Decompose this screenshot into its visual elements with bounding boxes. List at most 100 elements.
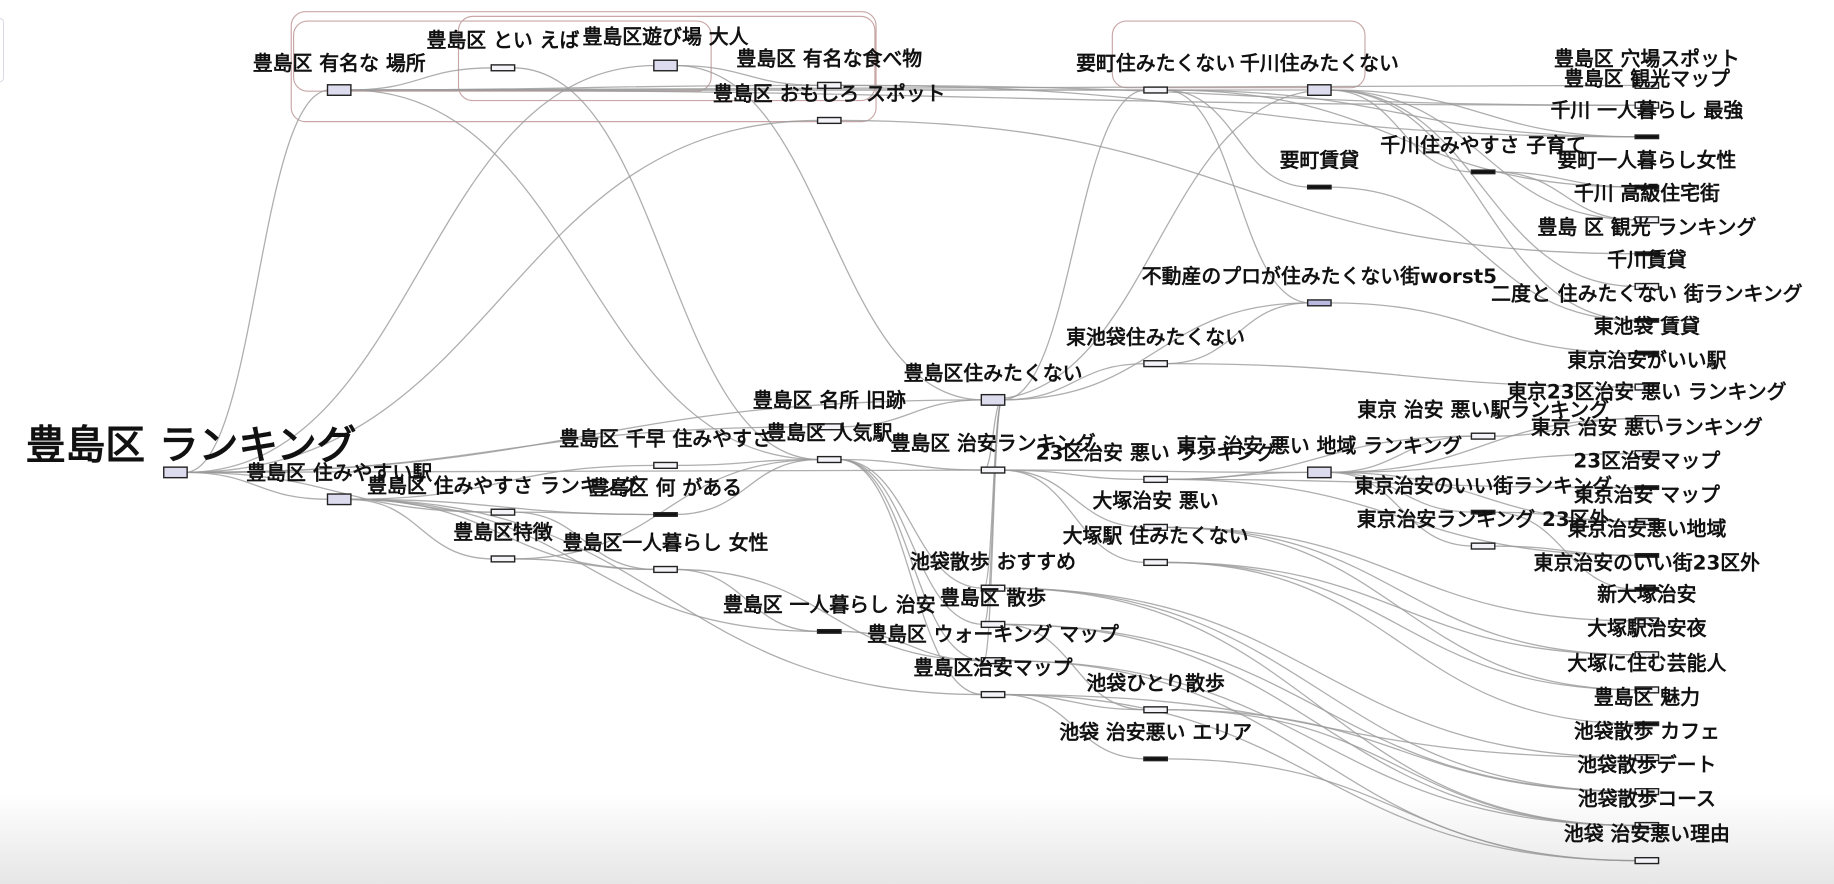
node[interactable]: 新大塚治安 bbox=[1597, 583, 1697, 625]
node[interactable]: 二度と 住みたくない 街ランキング bbox=[1491, 283, 1803, 323]
node-box[interactable] bbox=[490, 64, 516, 72]
node[interactable]: 豊島区 観光マップ bbox=[1564, 67, 1730, 109]
node[interactable]: 豊島区 有名な食べ物 bbox=[736, 47, 922, 89]
node-box[interactable] bbox=[326, 84, 352, 97]
node[interactable]: 東京治安 マップ bbox=[1574, 484, 1720, 526]
node-box[interactable] bbox=[1634, 81, 1660, 89]
node[interactable]: 豊島区 名所 旧跡 bbox=[753, 389, 906, 431]
node[interactable]: 豊島区住みたくない bbox=[904, 362, 1083, 406]
node-box[interactable] bbox=[816, 423, 842, 431]
node-box[interactable] bbox=[1470, 542, 1496, 550]
node[interactable]: 東京治安ランキング 23区外 bbox=[1357, 508, 1610, 550]
node-box[interactable] bbox=[1634, 251, 1660, 257]
node-box[interactable] bbox=[1143, 523, 1169, 531]
node-box[interactable] bbox=[980, 584, 1006, 592]
node-box[interactable] bbox=[653, 512, 678, 517]
node[interactable]: 豊島区 ランキング bbox=[26, 422, 357, 479]
node-box[interactable] bbox=[1143, 475, 1169, 484]
node-box[interactable] bbox=[1306, 84, 1332, 97]
node[interactable]: 東京治安悪い地域 bbox=[1567, 518, 1726, 558]
node-box[interactable] bbox=[816, 81, 842, 89]
node-box[interactable] bbox=[653, 565, 678, 574]
node[interactable]: 豊島区 何 がある bbox=[589, 477, 742, 517]
node-box[interactable] bbox=[1634, 134, 1660, 140]
node-box[interactable] bbox=[1470, 509, 1496, 515]
node[interactable]: 豊島区 散歩 bbox=[940, 587, 1046, 629]
node[interactable]: 要町住みたくない bbox=[1076, 52, 1235, 94]
node[interactable]: 千川住みたくない bbox=[1240, 52, 1399, 97]
node-box[interactable] bbox=[816, 455, 842, 464]
node[interactable]: 豊島区 有名な 場所 bbox=[253, 52, 426, 97]
node[interactable]: 千川 高級住宅街 bbox=[1574, 182, 1720, 224]
node[interactable]: 東京治安がいい駅 bbox=[1567, 349, 1726, 391]
node-box[interactable] bbox=[1143, 86, 1169, 94]
node[interactable]: 23区治安マップ bbox=[1573, 450, 1720, 491]
node-box[interactable] bbox=[1306, 184, 1332, 190]
node-box[interactable] bbox=[1470, 169, 1496, 175]
node[interactable]: 不動産のプロが住みたくない街worst5 bbox=[1142, 265, 1497, 307]
node-box[interactable] bbox=[653, 59, 678, 72]
node[interactable]: 大塚駅 住みたくない bbox=[1063, 525, 1249, 567]
node-box[interactable] bbox=[980, 466, 1006, 474]
node-box[interactable] bbox=[326, 493, 352, 506]
node-box[interactable] bbox=[1634, 184, 1660, 190]
node[interactable]: 豊島区 ウォーキング マップ bbox=[867, 623, 1119, 665]
node-box[interactable] bbox=[1634, 414, 1660, 423]
node[interactable]: 豊島区 魅力 bbox=[1594, 686, 1700, 727]
node[interactable]: 豊島 区 観光 ランキング bbox=[1537, 216, 1756, 257]
node[interactable]: 池袋ひとり散歩 bbox=[1086, 672, 1225, 714]
node[interactable]: 豊島区 人気駅 bbox=[766, 422, 892, 464]
node-box[interactable] bbox=[1634, 383, 1660, 391]
node[interactable]: 東京治安のいい街23区外 bbox=[1534, 551, 1761, 592]
node[interactable]: 23区治安 悪い ランキング bbox=[1036, 442, 1276, 484]
node-box[interactable] bbox=[1634, 821, 1660, 830]
node-box[interactable] bbox=[816, 116, 842, 125]
node-box[interactable] bbox=[1143, 360, 1169, 368]
node[interactable]: 要町一人暮らし女性 bbox=[1557, 149, 1736, 190]
node[interactable]: 東池袋住みたくない bbox=[1066, 326, 1245, 368]
node[interactable]: 豊島区 一人暮らし 治安 bbox=[723, 594, 936, 634]
node-box[interactable] bbox=[1634, 586, 1660, 592]
node[interactable]: 東京 治安 悪いランキング bbox=[1531, 416, 1763, 458]
node-box[interactable] bbox=[1634, 856, 1660, 865]
node[interactable]: 東池袋 賃貸 bbox=[1594, 315, 1700, 356]
node-box[interactable] bbox=[490, 555, 516, 563]
node[interactable]: 豊島区 住みやすい駅 bbox=[246, 461, 432, 506]
node[interactable]: 池袋 治安悪い エリア bbox=[1059, 721, 1252, 762]
node[interactable]: 要町賃貸 bbox=[1280, 149, 1360, 190]
node-box[interactable] bbox=[490, 508, 516, 516]
node-box[interactable] bbox=[1143, 558, 1169, 567]
node-box[interactable] bbox=[980, 657, 1006, 665]
node[interactable]: 千川賃貸 bbox=[1607, 249, 1687, 291]
node[interactable]: 池袋 治安悪い理由 bbox=[1564, 823, 1730, 865]
node[interactable]: 豊島区一人暮らし 女性 bbox=[563, 532, 769, 574]
node-box[interactable] bbox=[1634, 617, 1660, 625]
node[interactable]: 豊島区遊び場 大人 bbox=[583, 25, 749, 72]
node[interactable]: 豊島区 おもしろ スポット bbox=[713, 83, 946, 125]
node-box[interactable] bbox=[1634, 317, 1660, 323]
node-box[interactable] bbox=[980, 620, 1006, 629]
node-box[interactable] bbox=[1306, 466, 1332, 479]
node-box[interactable] bbox=[980, 393, 1006, 406]
node[interactable]: 池袋散歩コース bbox=[1578, 788, 1716, 830]
node-box[interactable] bbox=[1634, 282, 1660, 291]
node-box[interactable] bbox=[1143, 756, 1169, 762]
node[interactable]: 豊島区 治安ランキング bbox=[890, 432, 1096, 474]
node-box[interactable] bbox=[1634, 450, 1660, 458]
node-box[interactable] bbox=[1306, 299, 1332, 307]
node[interactable]: 東京 治安 悪い駅ランキング bbox=[1357, 398, 1609, 440]
node-box[interactable] bbox=[1634, 101, 1660, 109]
node-box[interactable] bbox=[1634, 787, 1660, 796]
node-box[interactable] bbox=[1634, 350, 1660, 356]
node-box[interactable] bbox=[980, 690, 1006, 699]
node-box[interactable] bbox=[816, 628, 842, 634]
node-box[interactable] bbox=[1634, 552, 1660, 558]
node[interactable]: 豊島区 千早 住みやすさ bbox=[559, 428, 772, 470]
node[interactable]: 大塚に住む芸能人 bbox=[1567, 652, 1726, 694]
node[interactable]: 池袋散歩 カフェ bbox=[1574, 720, 1720, 762]
node[interactable]: 池袋散歩デート bbox=[1577, 754, 1716, 796]
node-box[interactable] bbox=[1634, 754, 1660, 762]
node[interactable]: 豊島区 住みやすさ ランキング bbox=[367, 474, 639, 516]
node[interactable]: 池袋散歩 おすすめ bbox=[910, 550, 1076, 592]
node[interactable]: 豊島区治安マップ bbox=[914, 657, 1073, 699]
